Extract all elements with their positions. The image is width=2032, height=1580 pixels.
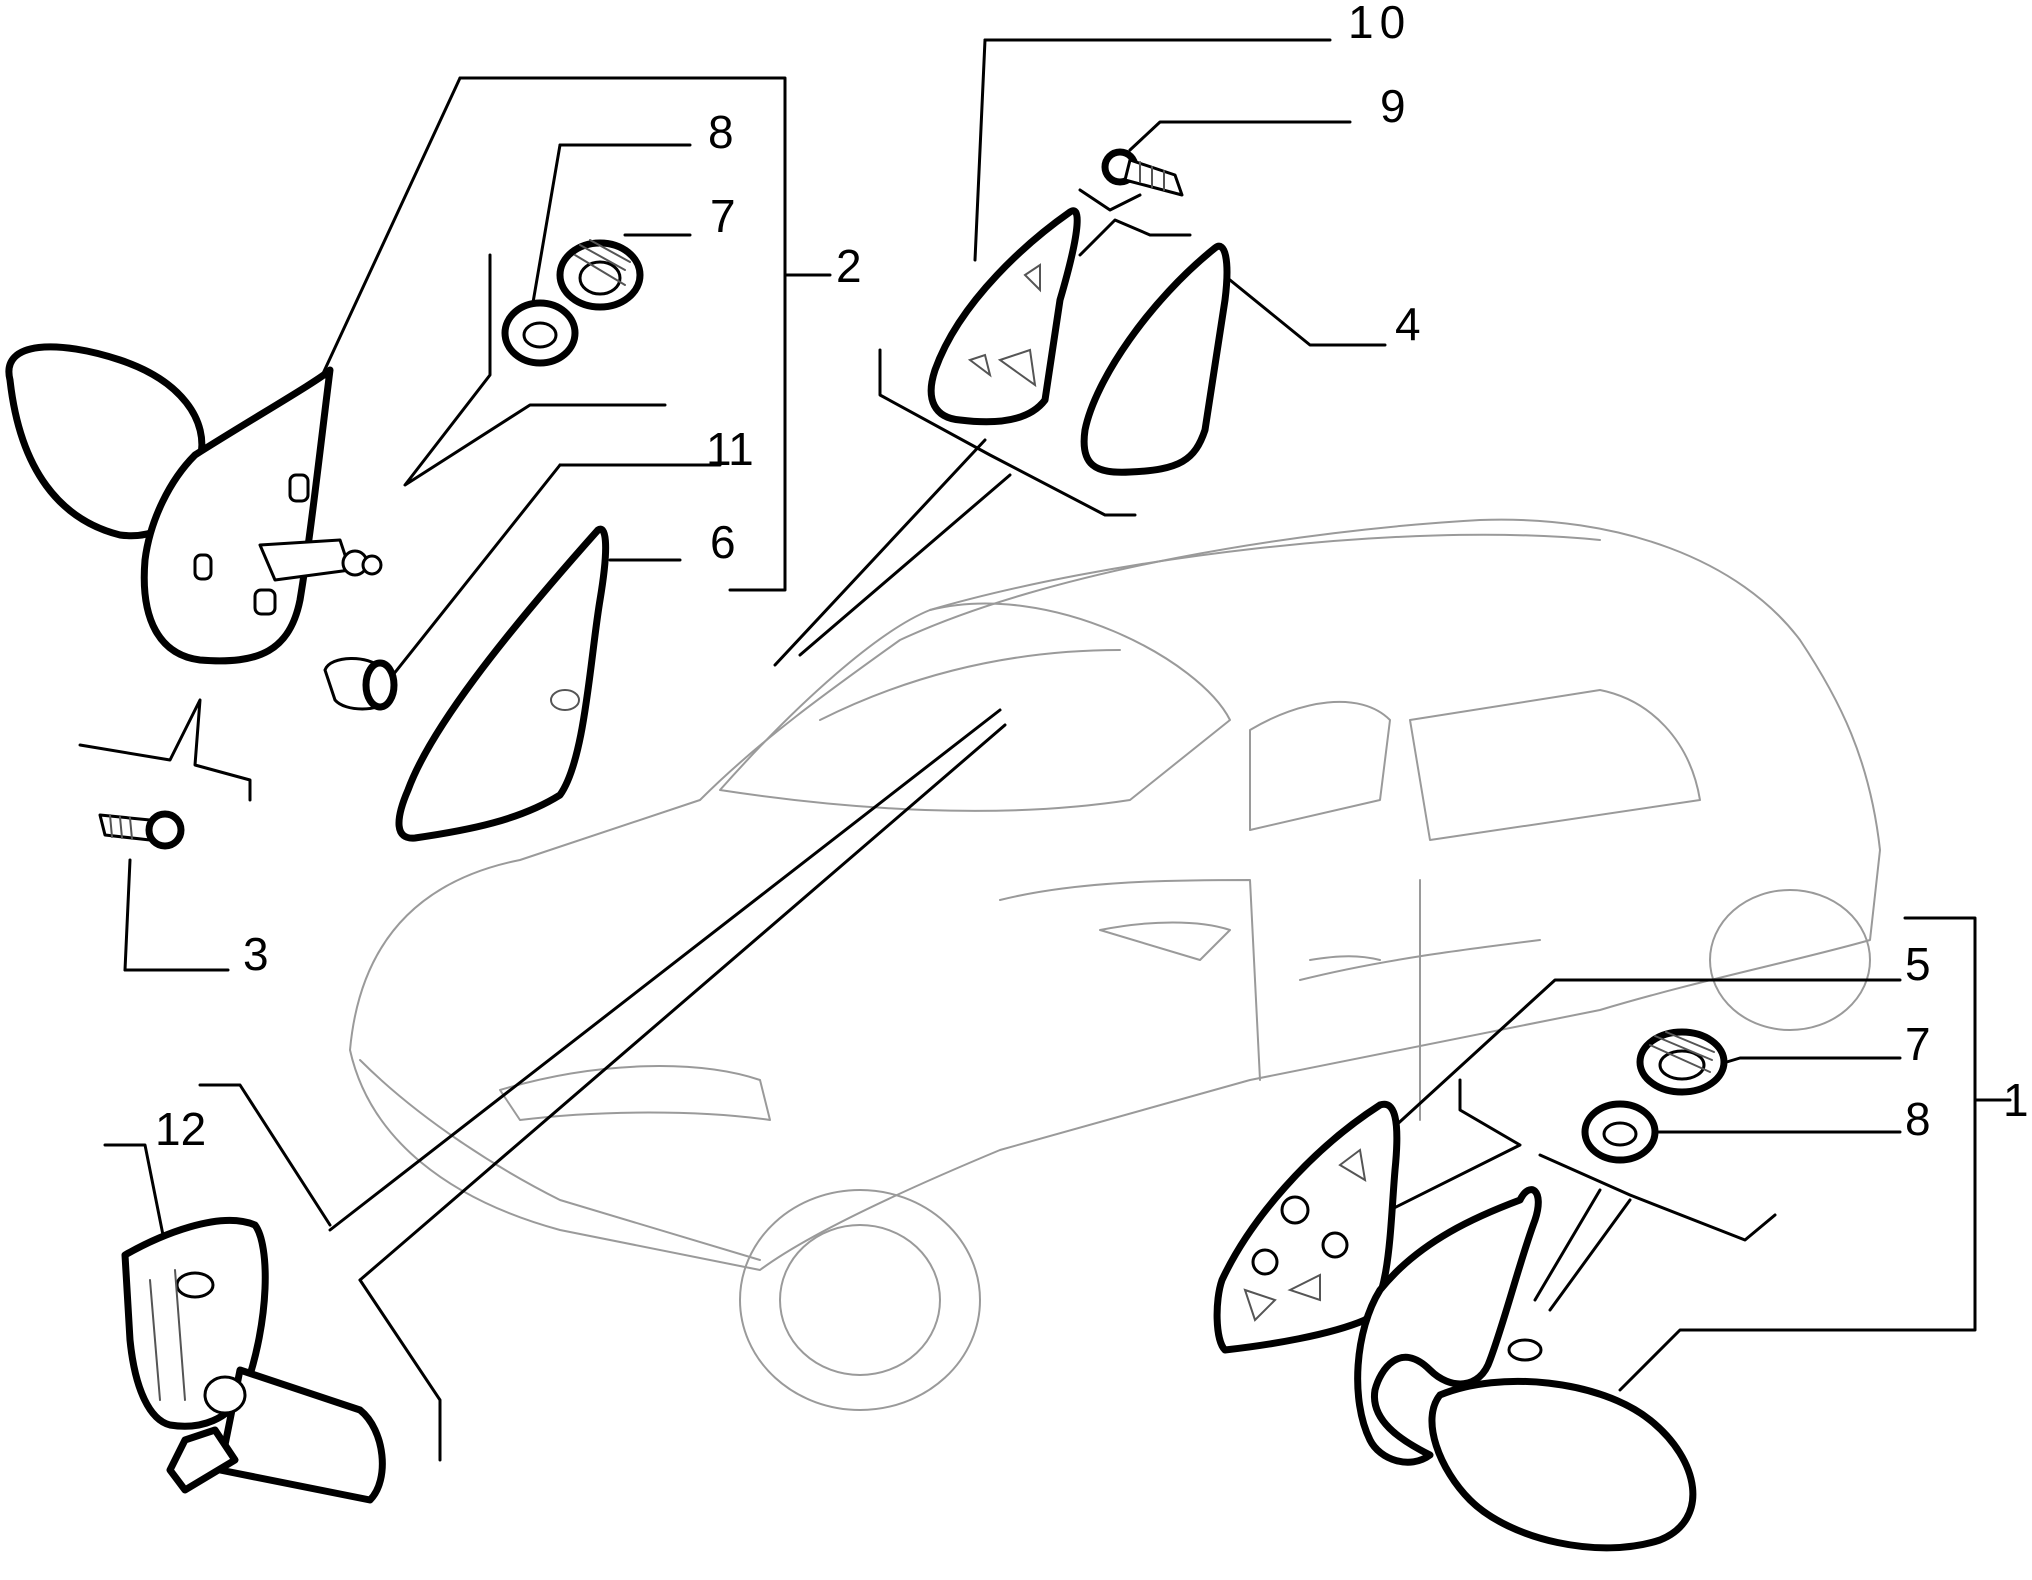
callout-10: 10 [1348,0,1411,48]
callout-labels: 1 2 3 4 5 6 7 7 8 8 9 10 11 12 [155,0,2029,1155]
bushing-8-right [1581,1100,1659,1164]
callout-8-right: 8 [1905,1093,1931,1145]
left-mirror-assembly [5,343,383,665]
callout-9: 9 [1380,80,1406,132]
callout-8-top: 8 [708,106,734,158]
callout-11: 11 [706,423,754,475]
spring-7-left [556,239,644,311]
mirror-glass-6 [395,525,610,842]
callout-6: 6 [710,516,736,568]
callout-2: 2 [836,240,862,292]
screw-3 [98,810,185,850]
callout-5: 5 [1905,938,1931,990]
screw-9 [1101,148,1184,197]
callout-1: 1 [2003,1074,2029,1126]
callout-7-top: 7 [710,190,736,242]
mirror-housing-5 [1213,1100,1401,1354]
callout-3: 3 [243,928,269,980]
bushing-8-left [501,299,579,367]
callout-7-right: 7 [1905,1018,1931,1070]
mirror-housing-10 [927,207,1081,426]
car-outline [349,518,1881,1411]
plug-11 [323,657,398,711]
callout-12: 12 [155,1103,206,1155]
spring-7-right [1636,1028,1728,1096]
rearview-mirror-12 [121,1217,386,1504]
mirror-glass-4 [1080,242,1231,476]
right-mirror-assembly [1354,1186,1697,1552]
callout-4: 4 [1395,298,1421,350]
